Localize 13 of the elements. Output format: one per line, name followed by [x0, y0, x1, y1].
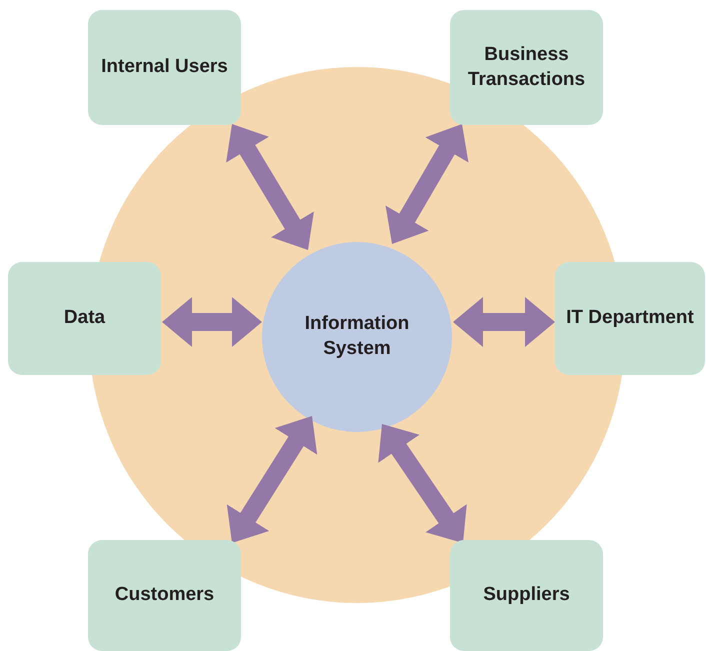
entity-box: Suppliers: [450, 540, 603, 651]
double-arrow: [226, 416, 318, 543]
double-arrow: [378, 424, 467, 543]
entity-box: IT Department: [555, 262, 705, 375]
double-arrow: [226, 124, 314, 250]
circle-label: Information System: [304, 312, 410, 361]
entity-box: Internal Users: [88, 10, 241, 125]
double-arrow: [386, 124, 468, 244]
entity-box: Customers: [88, 540, 241, 651]
entity-box: Business Transactions: [450, 10, 603, 125]
double-arrow: [162, 297, 262, 347]
entity-box: Data: [8, 262, 161, 375]
double-arrow: [453, 297, 555, 347]
